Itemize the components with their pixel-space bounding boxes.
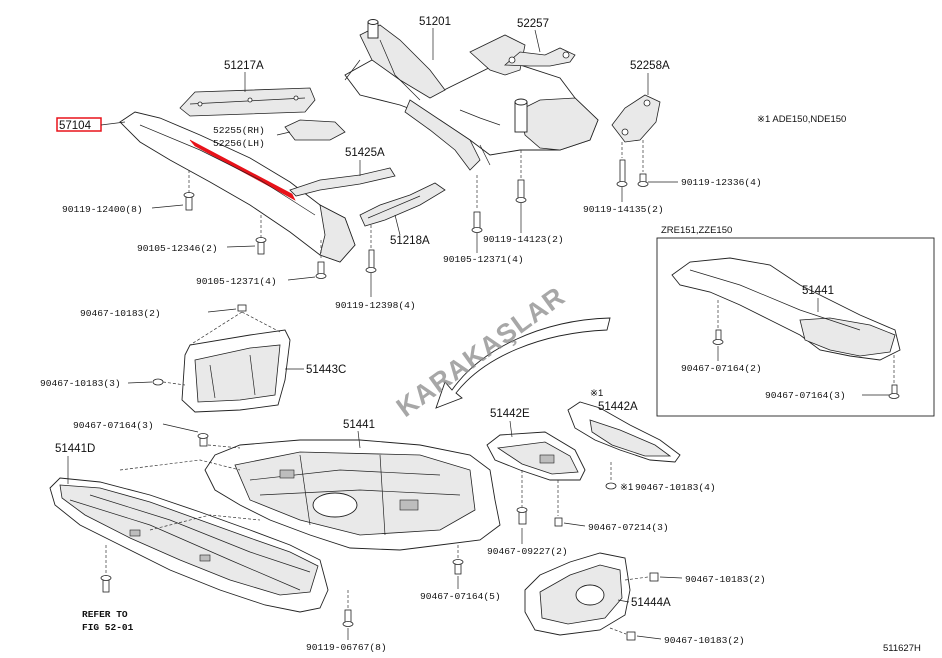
- cover-51442a: [567, 401, 681, 463]
- label-52255: 52255(RH): [213, 125, 265, 136]
- bracket-52255-52256: [284, 119, 346, 141]
- label-90119-12336: 90119-12336(4): [681, 177, 762, 188]
- label-90105-12346: 90105-12346(2): [137, 243, 218, 254]
- figure-code: 511627H: [883, 643, 921, 654]
- label-51218a: 51218A: [390, 235, 430, 247]
- label-51201: 51201: [419, 16, 451, 28]
- label-52258a: 52258A: [630, 60, 670, 72]
- label-90467-10183-a: 90467-10183(2): [80, 308, 161, 319]
- label-57104: 57104: [59, 120, 92, 132]
- model-note: ※1 ADE150,NDE150: [757, 114, 846, 125]
- front-member-57104: [119, 111, 356, 263]
- refer-line-1: REFER TO: [82, 609, 128, 620]
- front-cover-51441d: [49, 477, 329, 613]
- label-90467-07164-d: 90467-07164(5): [420, 591, 501, 602]
- label-52256: 52256(LH): [213, 138, 265, 149]
- refer-line-2: FIG 52-01: [82, 622, 134, 633]
- inset-title: ZRE151,ZZE150: [661, 225, 732, 236]
- inset-box: [656, 237, 935, 417]
- label-90105-12371-a: 90105-12371(4): [196, 276, 277, 287]
- part-52257: [503, 47, 576, 67]
- label-90119-14135: 90119-14135(2): [583, 204, 664, 215]
- label-51441: 51441: [343, 419, 375, 431]
- label-90105-12371-b: 90105-12371(4): [443, 254, 524, 265]
- label-90119-06767: 90119-06767(8): [306, 642, 387, 653]
- label-52257: 52257: [517, 18, 549, 30]
- label-90119-12400: 90119-12400(8): [62, 204, 143, 215]
- label-90467-07214: 90467-07214(3): [588, 522, 669, 533]
- label-51441d: 51441D: [55, 443, 95, 455]
- label-51441-inset: 51441: [802, 285, 834, 297]
- cover-51442e: [486, 431, 586, 481]
- bracket-52258a: [611, 94, 661, 143]
- label-51442e: 51442E: [490, 408, 530, 420]
- label-51444a: 51444A: [631, 597, 671, 609]
- bolts-upper: [183, 159, 649, 279]
- mark-51442a: ※1: [590, 388, 603, 399]
- brace-51425a: [289, 167, 396, 197]
- label-90467-10183-c: 90467-10183(4): [635, 482, 716, 493]
- cover-51444a: [524, 552, 631, 636]
- direction-arrow: [435, 317, 611, 409]
- label-51217a: 51217A: [224, 60, 264, 72]
- reinforcement-51218a: [359, 182, 446, 227]
- label-90467-10183-e: 90467-10183(2): [664, 635, 745, 646]
- label-90467-07164-b: 90467-07164(2): [681, 363, 762, 374]
- label-90119-14123: 90119-14123(2): [483, 234, 564, 245]
- label-90467-10183-d: 90467-10183(2): [685, 574, 766, 585]
- label-90467-10183-b: 90467-10183(3): [40, 378, 121, 389]
- cover-51443c: [181, 329, 291, 413]
- watermark: KARAKAŞLAR: [391, 281, 571, 423]
- label-90467-07164-a: 90467-07164(3): [73, 420, 154, 431]
- engine-under-cover-51441: [204, 439, 501, 551]
- label-90467-09227: 90467-09227(2): [487, 546, 568, 557]
- label-90119-12398: 90119-12398(4): [335, 300, 416, 311]
- label-51443c: 51443C: [306, 364, 346, 376]
- label-51442a: 51442A: [598, 401, 638, 413]
- part-51217a: [179, 87, 316, 117]
- mark-10183c: ※1: [620, 482, 633, 493]
- label-51425a: 51425A: [345, 147, 385, 159]
- highlight-box-57104: [56, 117, 102, 132]
- label-90467-07164-c: 90467-07164(3): [765, 390, 846, 401]
